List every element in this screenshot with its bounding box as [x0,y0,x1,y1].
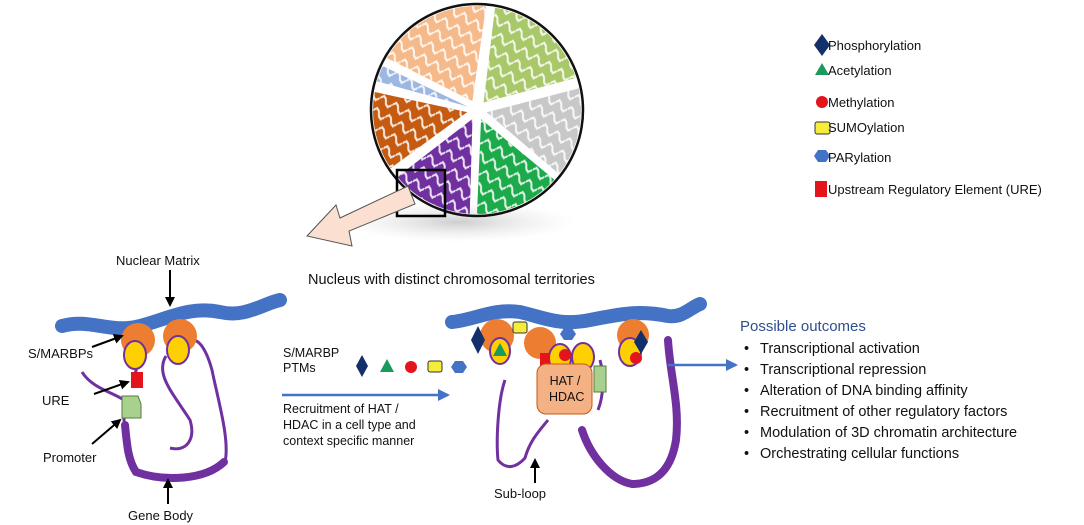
outcome-item: Transcriptional repression [740,360,1017,381]
yellow-protein-left-1 [123,340,147,370]
label-promoter: Promoter [43,450,97,465]
outcomes-list: Transcriptional activation Transcription… [740,339,1017,465]
legend-diamond [814,34,830,56]
ptm-hexagon [451,361,467,373]
legend-label: Upstream Regulatory Element (URE) [828,181,1042,197]
label-subloop: Sub-loop [494,486,547,501]
outcomes-title: Possible outcomes [740,318,866,335]
legend-rect-red [815,181,827,197]
recruitment-text: Recruitment of HAT / HDAC in a cell type… [283,401,416,449]
ptm-right-diamond-2 [634,330,648,354]
outcome-item: Transcriptional activation [740,339,1017,360]
label-hdac: HDAC [549,390,585,404]
dna-loop-right-a [495,379,550,468]
recruitment-line: Recruitment of HAT / [283,402,399,416]
nucleus [373,6,582,214]
ptm-diamond [356,355,368,377]
ptm-right-hexagon [560,328,576,340]
legend-label: SUMOylation [828,119,905,135]
label-ptm-line1: S/MARBP [283,346,340,360]
smarbp-right-2 [524,327,556,359]
label-ure: URE [42,393,70,408]
territory-texture [377,66,468,107]
promoter-box [121,395,142,419]
territory-texture [486,88,582,175]
legend-circle [816,96,828,108]
label-gene-body: Gene Body [128,508,194,523]
label-smarbps: S/MARBPs [28,346,94,361]
promoter-box-right [593,365,607,393]
territory-texture [373,91,468,169]
legend-shapes [814,34,831,197]
nucleus-caption: Nucleus with distinct chromosomal territ… [308,272,595,288]
arrow-smarbps [91,334,124,348]
zoom-arrow [306,185,416,247]
label-nuclear-matrix: Nuclear Matrix [116,253,200,268]
ptm-circle [405,361,417,373]
ptm-rect [427,360,443,373]
territory-texture [483,7,576,103]
left-loop [55,293,287,482]
yellow-protein-left-2 [166,335,190,365]
legend-label: Acetylation [828,62,892,78]
ptm-right-rect [512,321,528,334]
arrow-ure [93,379,130,395]
nucleus-shadow [340,202,576,242]
legend-hexagon [814,150,830,162]
ptm-symbols [356,355,467,377]
territory-texture [386,6,487,102]
legend-triangle [815,63,829,75]
ptm-right-diamond-1 [471,326,485,354]
legend-rect-yellow [814,121,831,135]
recruitment-line: HDAC in a cell type and [283,418,416,432]
outcome-item: Orchestrating cellular functions [740,444,1017,465]
arrow-promoter [91,418,122,445]
recruitment-line: context specific manner [283,434,415,448]
right-loop [445,297,707,489]
outcomes-panel: Possible outcomes Transcriptional activa… [740,318,1017,465]
legend-label: Methylation [828,94,895,110]
ure-box-right [540,353,550,367]
gene-body-thick [121,421,228,482]
ptm-right-circle-2 [630,352,642,364]
dna-loop-left [80,338,228,480]
ptm-triangle [380,359,394,372]
territory-texture [477,119,555,214]
outcome-item: Alteration of DNA binding affinity [740,381,1017,402]
nuclear-matrix-right [445,297,707,330]
outcome-item: Modulation of 3D chromatin architecture [740,423,1017,444]
outcome-item: Recruitment of other regulatory factors [740,402,1017,423]
legend-label: PARylation [828,149,892,165]
nucleus-outline [369,2,585,218]
ptm-right-circle-1 [559,349,571,361]
label-ptm-line2: PTMs [283,361,316,375]
ure-box [131,372,143,388]
hat-hdac-box [536,363,593,415]
dna-loop-right-b [578,336,681,489]
territory-texture [397,118,473,214]
label-hat: HAT / [549,374,581,388]
ptm-right-triangle [493,343,507,356]
legend-label: Phosphorylation [828,37,922,53]
nuclear-matrix-left [55,293,287,336]
